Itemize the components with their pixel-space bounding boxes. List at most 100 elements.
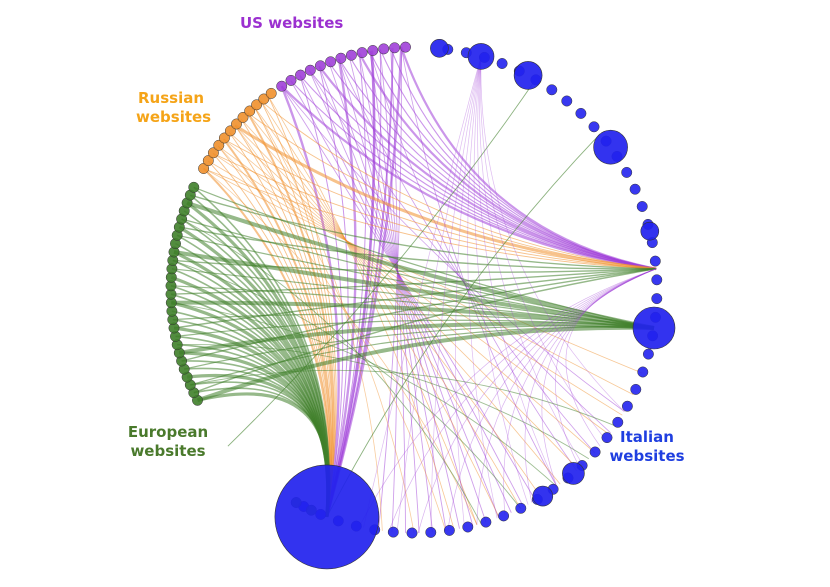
european-label-line-1: European [127,423,209,441]
russian-edge [212,153,623,416]
italian-website-node [649,255,661,267]
us-edge [524,268,657,503]
russian-edge [234,124,657,271]
italian-website-node [629,183,641,195]
european-edge [186,201,655,330]
italian-website-node-large [467,43,495,70]
us-edge [379,49,406,533]
russian-website-node [218,132,230,144]
italian-website-node [480,516,492,528]
italian-website-node [621,400,633,412]
italian-website-node [621,166,633,178]
european-label-line-2: websites [130,442,206,460]
european-edge [227,79,536,447]
european-edge [190,326,655,386]
italian-website-node-large [513,61,543,90]
us-edge [480,56,606,440]
european-edge [172,259,521,509]
us-website-node [295,69,306,81]
italian-website-node [630,383,642,395]
us-website-node [345,49,357,61]
russian-label-line-2: websites [136,108,212,126]
italian-website-node [651,274,663,286]
russian-edge [212,152,657,270]
us-websites-label-text: US websites [240,14,344,32]
italian-website-node-large [562,462,585,485]
us-edge [328,62,474,526]
italian-website-node-large [640,221,660,241]
us-edge [400,47,558,487]
european-edge [190,194,657,270]
us-edge [541,268,657,487]
us-edge [338,58,460,529]
us-edge [299,75,344,517]
us-edge [477,56,558,487]
edge-layer [170,46,657,534]
us-edge [480,56,625,412]
russian-edge [203,168,657,270]
italian-website-node [406,527,418,539]
italian-website-node [443,524,455,536]
us-edge [369,50,577,471]
russian-website-node [207,147,219,159]
us-website-node [325,56,337,68]
european-edge [177,344,590,460]
russian-label-line-1: Russian [137,89,205,107]
us-website-node [304,64,316,76]
italian-website-node-large [593,129,628,165]
us-website-node [389,42,401,54]
italian-website-node [387,526,399,538]
russian-website-node [265,87,277,99]
european-edge [326,133,601,518]
european-edge [181,218,482,524]
russian-edge [247,112,657,270]
russian-website-node [224,125,236,137]
italian-website-node [496,58,508,69]
italian-label-line-1: Italian [620,428,674,446]
us-edge [358,268,657,527]
italian-website-node [546,84,558,96]
us-edge [318,66,349,517]
russian-website-node [237,111,249,123]
italian-website-node-large [274,464,380,570]
us-edge [473,56,529,505]
us-website-node [400,41,411,53]
european-websites-label: European websites [126,423,210,461]
us-edge [363,56,482,528]
russian-website-node [213,139,225,151]
italian-website-node [601,432,613,444]
european-edge [190,369,616,427]
us-website-node [367,45,379,56]
european-edge [173,250,655,330]
russian-edge [228,131,332,517]
us-edge [281,85,625,412]
european-edge [177,234,655,329]
us-website-node [285,74,297,86]
us-edge [503,268,657,516]
us-website-node [378,43,390,55]
us-edge [467,56,498,519]
italian-website-node [425,526,437,538]
european-edge [171,300,655,330]
italian-website-node [575,107,587,119]
italian-website-node [561,95,573,107]
russian-edge [260,100,657,270]
us-website-node [314,60,326,72]
us-edge [555,268,657,468]
us-edge [388,268,657,532]
italian-website-node-large [430,38,449,58]
italian-website-node [636,201,648,212]
us-websites-label: US websites [240,14,343,33]
us-edge [565,268,657,447]
italian-website-node [642,348,654,360]
russian-websites-label: Russian websites [136,89,212,127]
us-edge [479,56,584,465]
italian-website-node [612,416,624,428]
russian-website-node [251,99,263,111]
us-edge [447,268,657,531]
us-website-node [335,52,347,64]
european-edge [170,285,655,329]
russian-website-node [258,93,270,105]
italian-website-node [462,521,474,533]
